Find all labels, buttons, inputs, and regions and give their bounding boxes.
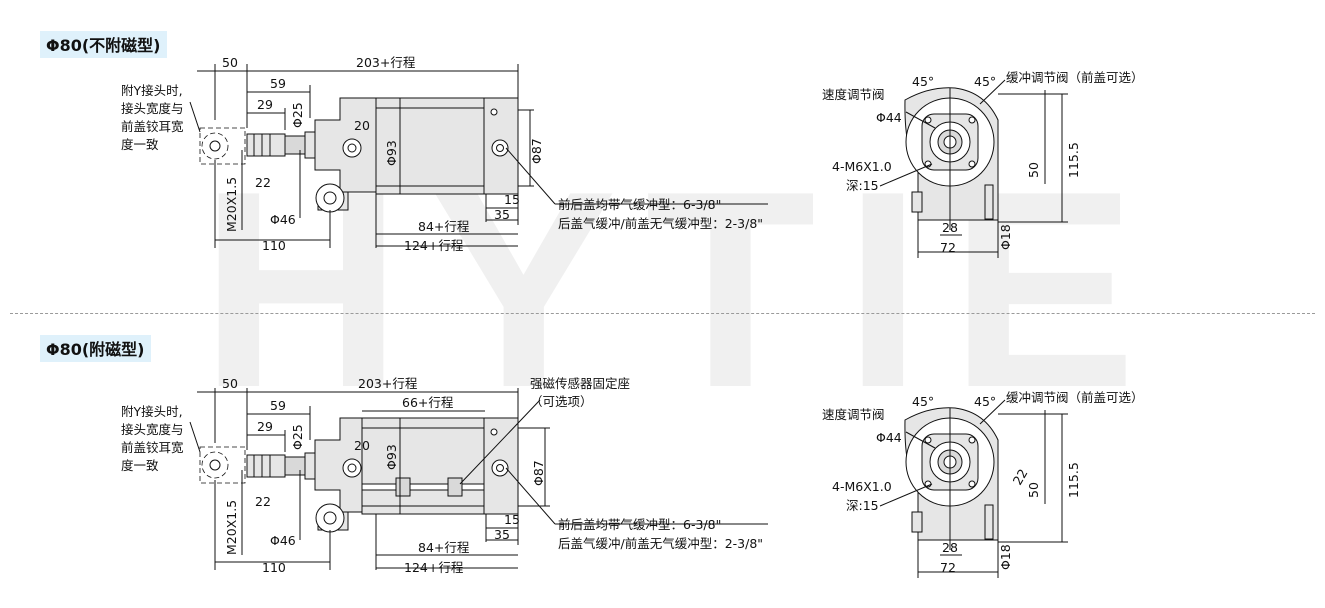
dim-28: 28 (942, 540, 958, 555)
dim-203: 203+行程 (356, 55, 416, 70)
dim-124: 124+行程 (404, 238, 464, 253)
dim-84: 84+行程 (418, 540, 470, 555)
dim-20: 20 (354, 118, 370, 133)
dim-phi44: Φ44 (876, 430, 902, 445)
dim-phi18: Φ18 (998, 224, 1013, 250)
section-title-magnetic: Φ80(附磁型) (40, 335, 151, 362)
cushion-note-front: 前后盖均带气缓冲型：6-3/8" (558, 197, 721, 212)
dim-phi25: Φ25 (290, 424, 305, 450)
dim-203: 203+行程 (358, 376, 418, 391)
dim-115: 115.5 (1066, 142, 1081, 178)
label-depth: 深:15 (846, 498, 879, 513)
dim-15: 15 (504, 512, 520, 527)
dim-m20: M20X1.5 (224, 177, 239, 232)
label-cushion-valve: 缓冲调节阀（前盖可选） (1006, 70, 1144, 85)
label-speed-valve: 速度调节阀 (822, 87, 885, 102)
label-thread: 4-M6X1.0 (832, 479, 892, 494)
angle-45-a: 45° (912, 74, 934, 89)
side-view-drawing-1 (879, 79, 1068, 258)
note-y-line-4: 度一致 (121, 458, 159, 473)
dim-phi25: Φ25 (290, 102, 305, 128)
dim-phi87: Φ87 (529, 138, 544, 164)
dim-phi93: Φ93 (384, 444, 399, 470)
cushion-note-rear: 后盖气缓冲/前盖无气缓冲型：2-3/8" (558, 216, 763, 231)
label-cushion-valve: 缓冲调节阀（前盖可选） (1006, 390, 1144, 405)
note-y-line-3: 前盖铰耳宽 (121, 119, 184, 134)
dim-59: 59 (270, 398, 286, 413)
label-speed-valve: 速度调节阀 (822, 407, 885, 422)
dim-124: 124+行程 (404, 560, 464, 575)
dim-15: 15 (504, 192, 520, 207)
dim-m20: M20X1.5 (224, 500, 239, 555)
note-y-line-3: 前盖铰耳宽 (121, 440, 184, 455)
note-y-line-4: 度一致 (121, 137, 159, 152)
dim-phi87: Φ87 (531, 460, 546, 486)
angle-45-b: 45° (974, 394, 996, 409)
dim-59: 59 (270, 76, 286, 91)
cushion-note-rear: 后盖气缓冲/前盖无气缓冲型：2-3/8" (558, 536, 763, 551)
side-view-drawing-2 (879, 399, 1068, 578)
front-view-drawing-2 (189, 388, 768, 570)
dim-50: 50 (222, 376, 238, 391)
dim-29: 29 (257, 97, 273, 112)
sensor-label-line-1: 强磁传感器固定座 (530, 376, 630, 391)
dim-side-50: 50 (1026, 482, 1041, 498)
dim-50: 50 (222, 55, 238, 70)
note-y-line-2: 接头宽度与 (121, 422, 184, 437)
label-thread: 4-M6X1.0 (832, 159, 892, 174)
dim-110: 110 (262, 560, 286, 575)
dim-72: 72 (940, 240, 956, 255)
note-y-line-1: 附Y接头时, (121, 83, 183, 98)
dim-phi46: Φ46 (270, 533, 296, 548)
dim-22: 22 (255, 175, 271, 190)
dim-22: 22 (255, 494, 271, 509)
dim-72: 72 (940, 560, 956, 575)
dim-84: 84+行程 (418, 219, 470, 234)
dim-20: 20 (354, 438, 370, 453)
dim-phi46: Φ46 (270, 212, 296, 227)
note-y-line-1: 附Y接头时, (121, 404, 183, 419)
dim-28: 28 (942, 220, 958, 235)
angle-45-a: 45° (912, 394, 934, 409)
dim-side-22: 22 (1010, 466, 1031, 487)
dim-35: 35 (494, 527, 510, 542)
dim-29: 29 (257, 419, 273, 434)
dim-side-50: 50 (1026, 162, 1041, 178)
sensor-label-line-2: （可选项） (530, 394, 593, 409)
dim-phi18: Φ18 (998, 544, 1013, 570)
dim-phi93: Φ93 (384, 140, 399, 166)
dim-66: 66+行程 (402, 395, 454, 410)
label-depth: 深:15 (846, 178, 879, 193)
front-view-drawing-1 (189, 64, 768, 248)
dim-115: 115.5 (1066, 462, 1081, 498)
dim-110: 110 (262, 238, 286, 253)
section-divider (10, 313, 1315, 314)
angle-45-b: 45° (974, 74, 996, 89)
cushion-note-front: 前后盖均带气缓冲型：6-3/8" (558, 517, 721, 532)
note-y-line-2: 接头宽度与 (121, 101, 184, 116)
dim-phi44: Φ44 (876, 110, 902, 125)
dim-35: 35 (494, 207, 510, 222)
section-title-non-magnetic: Φ80(不附磁型) (40, 31, 167, 58)
